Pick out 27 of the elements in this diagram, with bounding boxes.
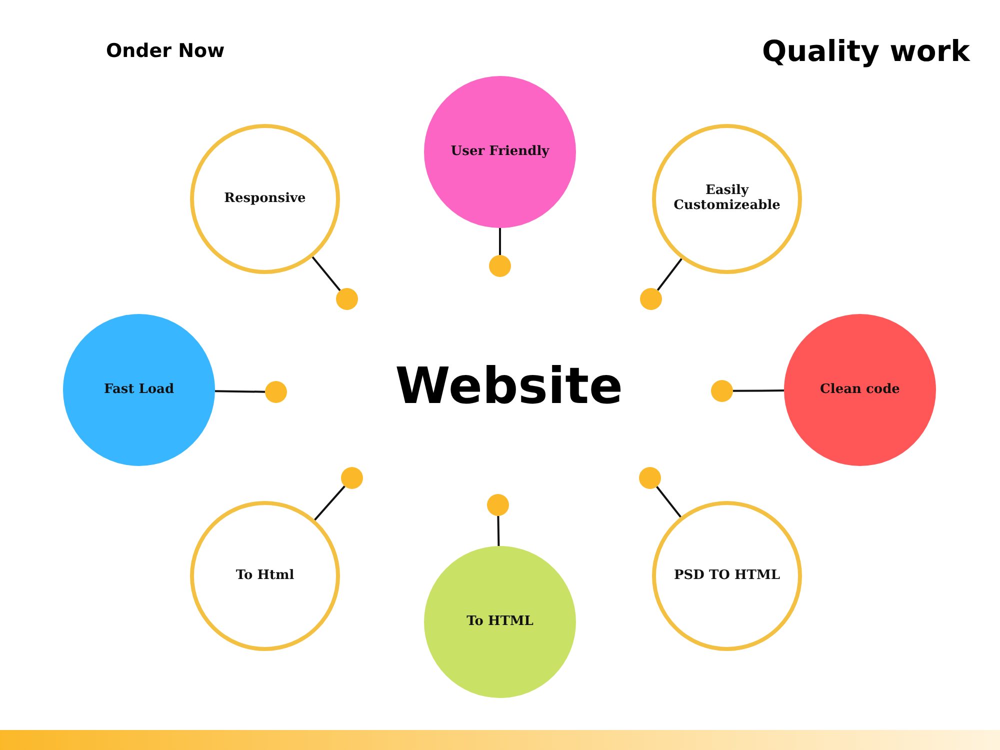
- feature-label: To HTML: [466, 614, 534, 630]
- connector-dot: [341, 467, 363, 489]
- connector-line: [656, 258, 682, 291]
- connector-dot: [489, 255, 511, 277]
- title: Website: [395, 357, 623, 415]
- header-text: Onder Now: [106, 40, 225, 62]
- feature-label: Responsive: [224, 192, 306, 206]
- feature-label: User Friendly: [450, 144, 550, 160]
- connector-line: [497, 516, 500, 546]
- connector-line: [656, 486, 682, 518]
- heading: Quality work: [762, 34, 970, 68]
- feature-label: Clean code: [820, 382, 900, 398]
- feature-label: Fast Load: [104, 382, 174, 398]
- connector-line: [733, 390, 784, 392]
- feature-label: Easily Customizeable: [672, 184, 782, 214]
- connector-dot: [711, 380, 733, 402]
- connector-line: [312, 256, 341, 292]
- connector-dot: [640, 288, 662, 310]
- connector-dot: [265, 381, 287, 403]
- connector-line: [314, 486, 346, 521]
- connector-dot: [487, 494, 509, 516]
- connector-dot: [639, 467, 661, 489]
- connector-dot: [336, 288, 358, 310]
- connector-line: [214, 390, 266, 393]
- feature-label: To Html: [236, 568, 294, 584]
- connector-line: [499, 228, 501, 255]
- feature-label: PSD TO HTML: [674, 568, 780, 584]
